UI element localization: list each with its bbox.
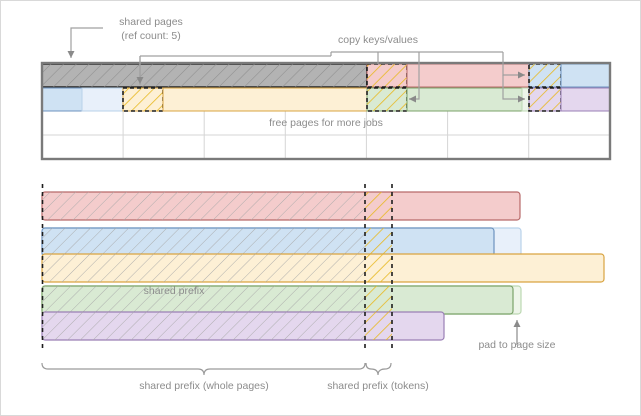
guide-lines bbox=[41, 184, 393, 350]
job-bar-green-token-hatch bbox=[365, 286, 392, 314]
job-bar-blue-shared-hatch bbox=[42, 228, 365, 256]
job-blue-page bbox=[560, 63, 611, 88]
shared-pages-callout: shared pages (ref count: 5) bbox=[67, 16, 183, 58]
job-bar-red-token-hatch bbox=[365, 192, 392, 220]
job-green-token-hatch bbox=[367, 88, 407, 111]
job-bar-green-shared-hatch bbox=[42, 286, 365, 314]
shared-prefix-tokens-label: shared prefix (tokens) bbox=[327, 380, 429, 392]
job-bar-purple bbox=[41, 311, 445, 341]
job-yellow-token-hatch bbox=[123, 88, 163, 111]
job-blue-pad-page bbox=[81, 87, 124, 112]
job-bar-green: shared prefix bbox=[41, 285, 522, 315]
job-bar-red bbox=[41, 191, 521, 221]
copy-keys-values-callout: copy keys/values bbox=[136, 34, 525, 103]
job-bar-blue bbox=[41, 227, 522, 257]
free-pages-label: free pages for more jobs bbox=[269, 117, 383, 129]
job-bar-red-shared-hatch bbox=[42, 192, 365, 220]
shared-pages-label-line2: (ref count: 5) bbox=[121, 30, 181, 42]
shared-pages-label-line1: shared pages bbox=[119, 16, 183, 28]
job-blue-token-hatch bbox=[529, 64, 561, 87]
pad-to-page-size-label: pad to page size bbox=[478, 339, 555, 351]
job-bar-yellow-token-hatch bbox=[365, 254, 392, 282]
job-red-token-hatch bbox=[367, 64, 407, 87]
job-bars: shared prefix bbox=[41, 191, 605, 341]
shared-prefix-label: shared prefix bbox=[144, 285, 205, 297]
job-bar-yellow-shared-hatch bbox=[42, 254, 365, 282]
braces bbox=[41, 362, 392, 376]
job-bar-blue-token-hatch bbox=[365, 228, 392, 256]
job-purple-token-hatch bbox=[529, 88, 561, 111]
shared-prefix-whole-pages-label: shared prefix (whole pages) bbox=[139, 380, 269, 392]
job-bar-purple-shared-hatch bbox=[42, 312, 365, 340]
brace-whole-pages bbox=[41, 362, 366, 376]
shared-pages-hatch bbox=[42, 64, 367, 87]
pad-to-page-size-callout: pad to page size bbox=[478, 320, 556, 351]
job-yellow-page bbox=[162, 87, 368, 112]
copy-keys-values-label: copy keys/values bbox=[338, 34, 418, 46]
memory-block-frame bbox=[40, 61, 612, 161]
job-purple-page bbox=[560, 87, 611, 112]
memory-block: free pages for more jobs bbox=[40, 61, 612, 161]
job-bar-yellow bbox=[41, 253, 605, 283]
job-blue-page-a bbox=[41, 87, 83, 112]
job-bar-purple-token-hatch bbox=[365, 312, 392, 340]
brace-tokens bbox=[365, 362, 392, 376]
